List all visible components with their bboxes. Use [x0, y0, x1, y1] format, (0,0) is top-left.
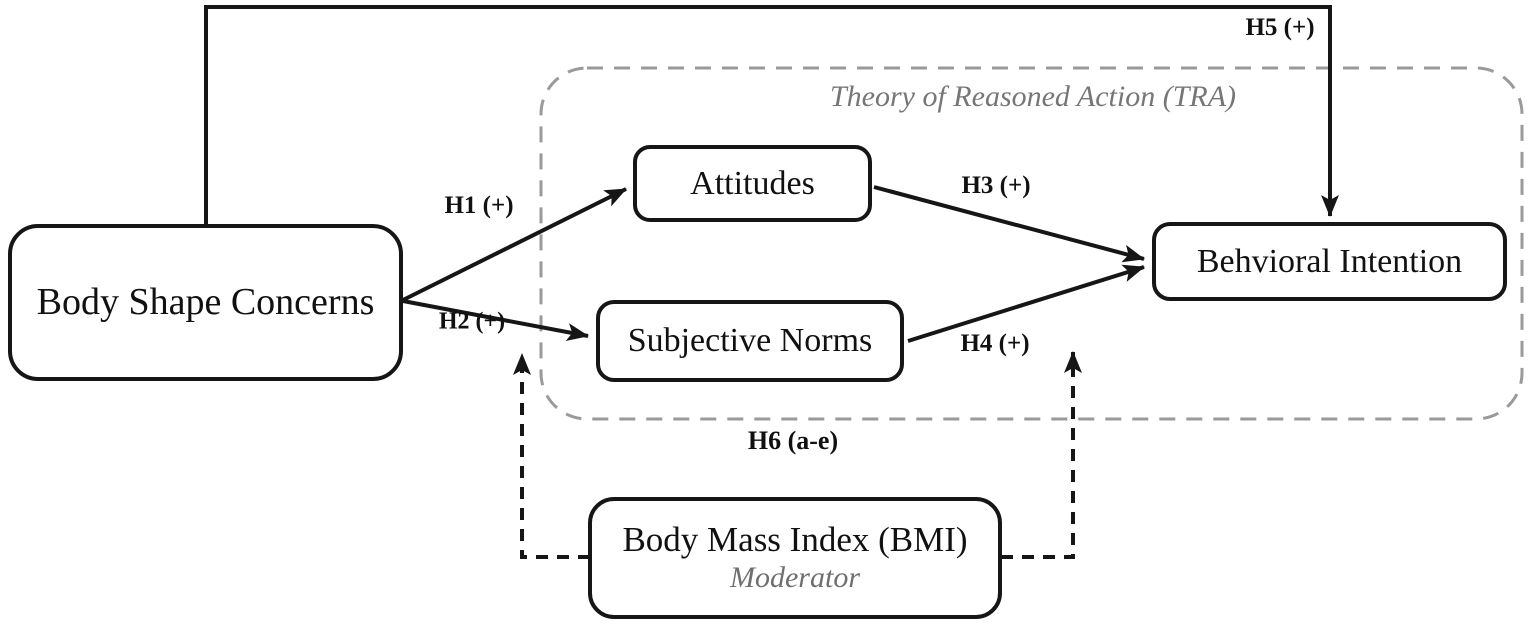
h2-arrow-path	[402, 299, 589, 341]
h5-label: H5 (+)	[1245, 14, 1315, 41]
h1-label: H1 (+)	[444, 192, 514, 219]
behavioral-intention-box: Behvioral Intention	[1152, 222, 1507, 301]
bmi-label: Body Mass Index (BMI)	[622, 520, 968, 560]
moderator-right-dashed-arrow	[1001, 351, 1082, 559]
bmi-moderator-role-label: Moderator	[730, 561, 860, 595]
h2-label: H2 (+)	[438, 308, 506, 335]
h3-arrow-path	[873, 185, 1145, 263]
tra-boundary-title: Theory of Reasoned Action (TRA)	[829, 80, 1237, 113]
h1-arrow-path	[402, 187, 627, 302]
h5-arrow-path	[204, 5, 1339, 224]
h6-label: H6 (a-e)	[747, 426, 839, 455]
h4-label: H4 (+)	[960, 330, 1030, 357]
body-shape-concerns-box: Body Shape Concerns	[8, 224, 403, 381]
h3-label: H3 (+)	[961, 172, 1031, 199]
behavioral-intention-label: Behvioral Intention	[1196, 242, 1463, 280]
subjective-norms-label: Subjective Norms	[627, 322, 873, 360]
bmi-moderator-box: Body Mass Index (BMI) Moderator	[588, 497, 1002, 619]
h4-arrow-path	[907, 264, 1145, 343]
tra-boundary-dashed-rect	[539, 66, 1524, 421]
attitudes-box: Attitudes	[633, 145, 872, 222]
body-shape-concerns-label: Body Shape Concerns	[36, 280, 375, 323]
subjective-norms-box: Subjective Norms	[596, 300, 904, 382]
attitudes-label: Attitudes	[690, 164, 815, 202]
moderator-left-dashed-arrow	[513, 353, 590, 559]
